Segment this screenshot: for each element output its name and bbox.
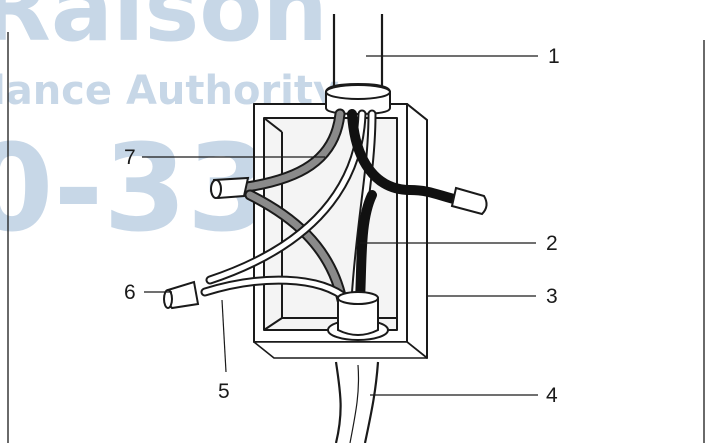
callout-1: 1: [548, 45, 560, 68]
callout-2: 2: [546, 232, 558, 255]
cable-clamp-top: [325, 82, 391, 116]
frame-border: [7, 32, 705, 443]
wire-nut-right: [450, 186, 488, 216]
wire-nut-left-bottom: [163, 280, 200, 310]
box-right-face: [406, 103, 428, 359]
callout-7: 7: [124, 146, 136, 169]
wire-nut-left-top: [210, 176, 250, 200]
watermark-line-1: Ralson: [0, 0, 328, 62]
callout-6: 6: [124, 281, 136, 304]
outgoing-cable-bottom: [334, 361, 380, 443]
callout-3: 3: [546, 285, 558, 308]
black-wire: [347, 109, 463, 305]
gray-wire: [234, 108, 348, 306]
leader-line-5: [221, 299, 227, 373]
incoming-cable-top: [332, 14, 384, 92]
callout-5: 5: [218, 380, 230, 403]
cable-clamp-bottom: [327, 291, 389, 341]
callout-labels: 1 2 3 4 5 6 7: [124, 45, 560, 407]
callout-4: 4: [546, 384, 558, 407]
leader-lines: [142, 55, 538, 396]
